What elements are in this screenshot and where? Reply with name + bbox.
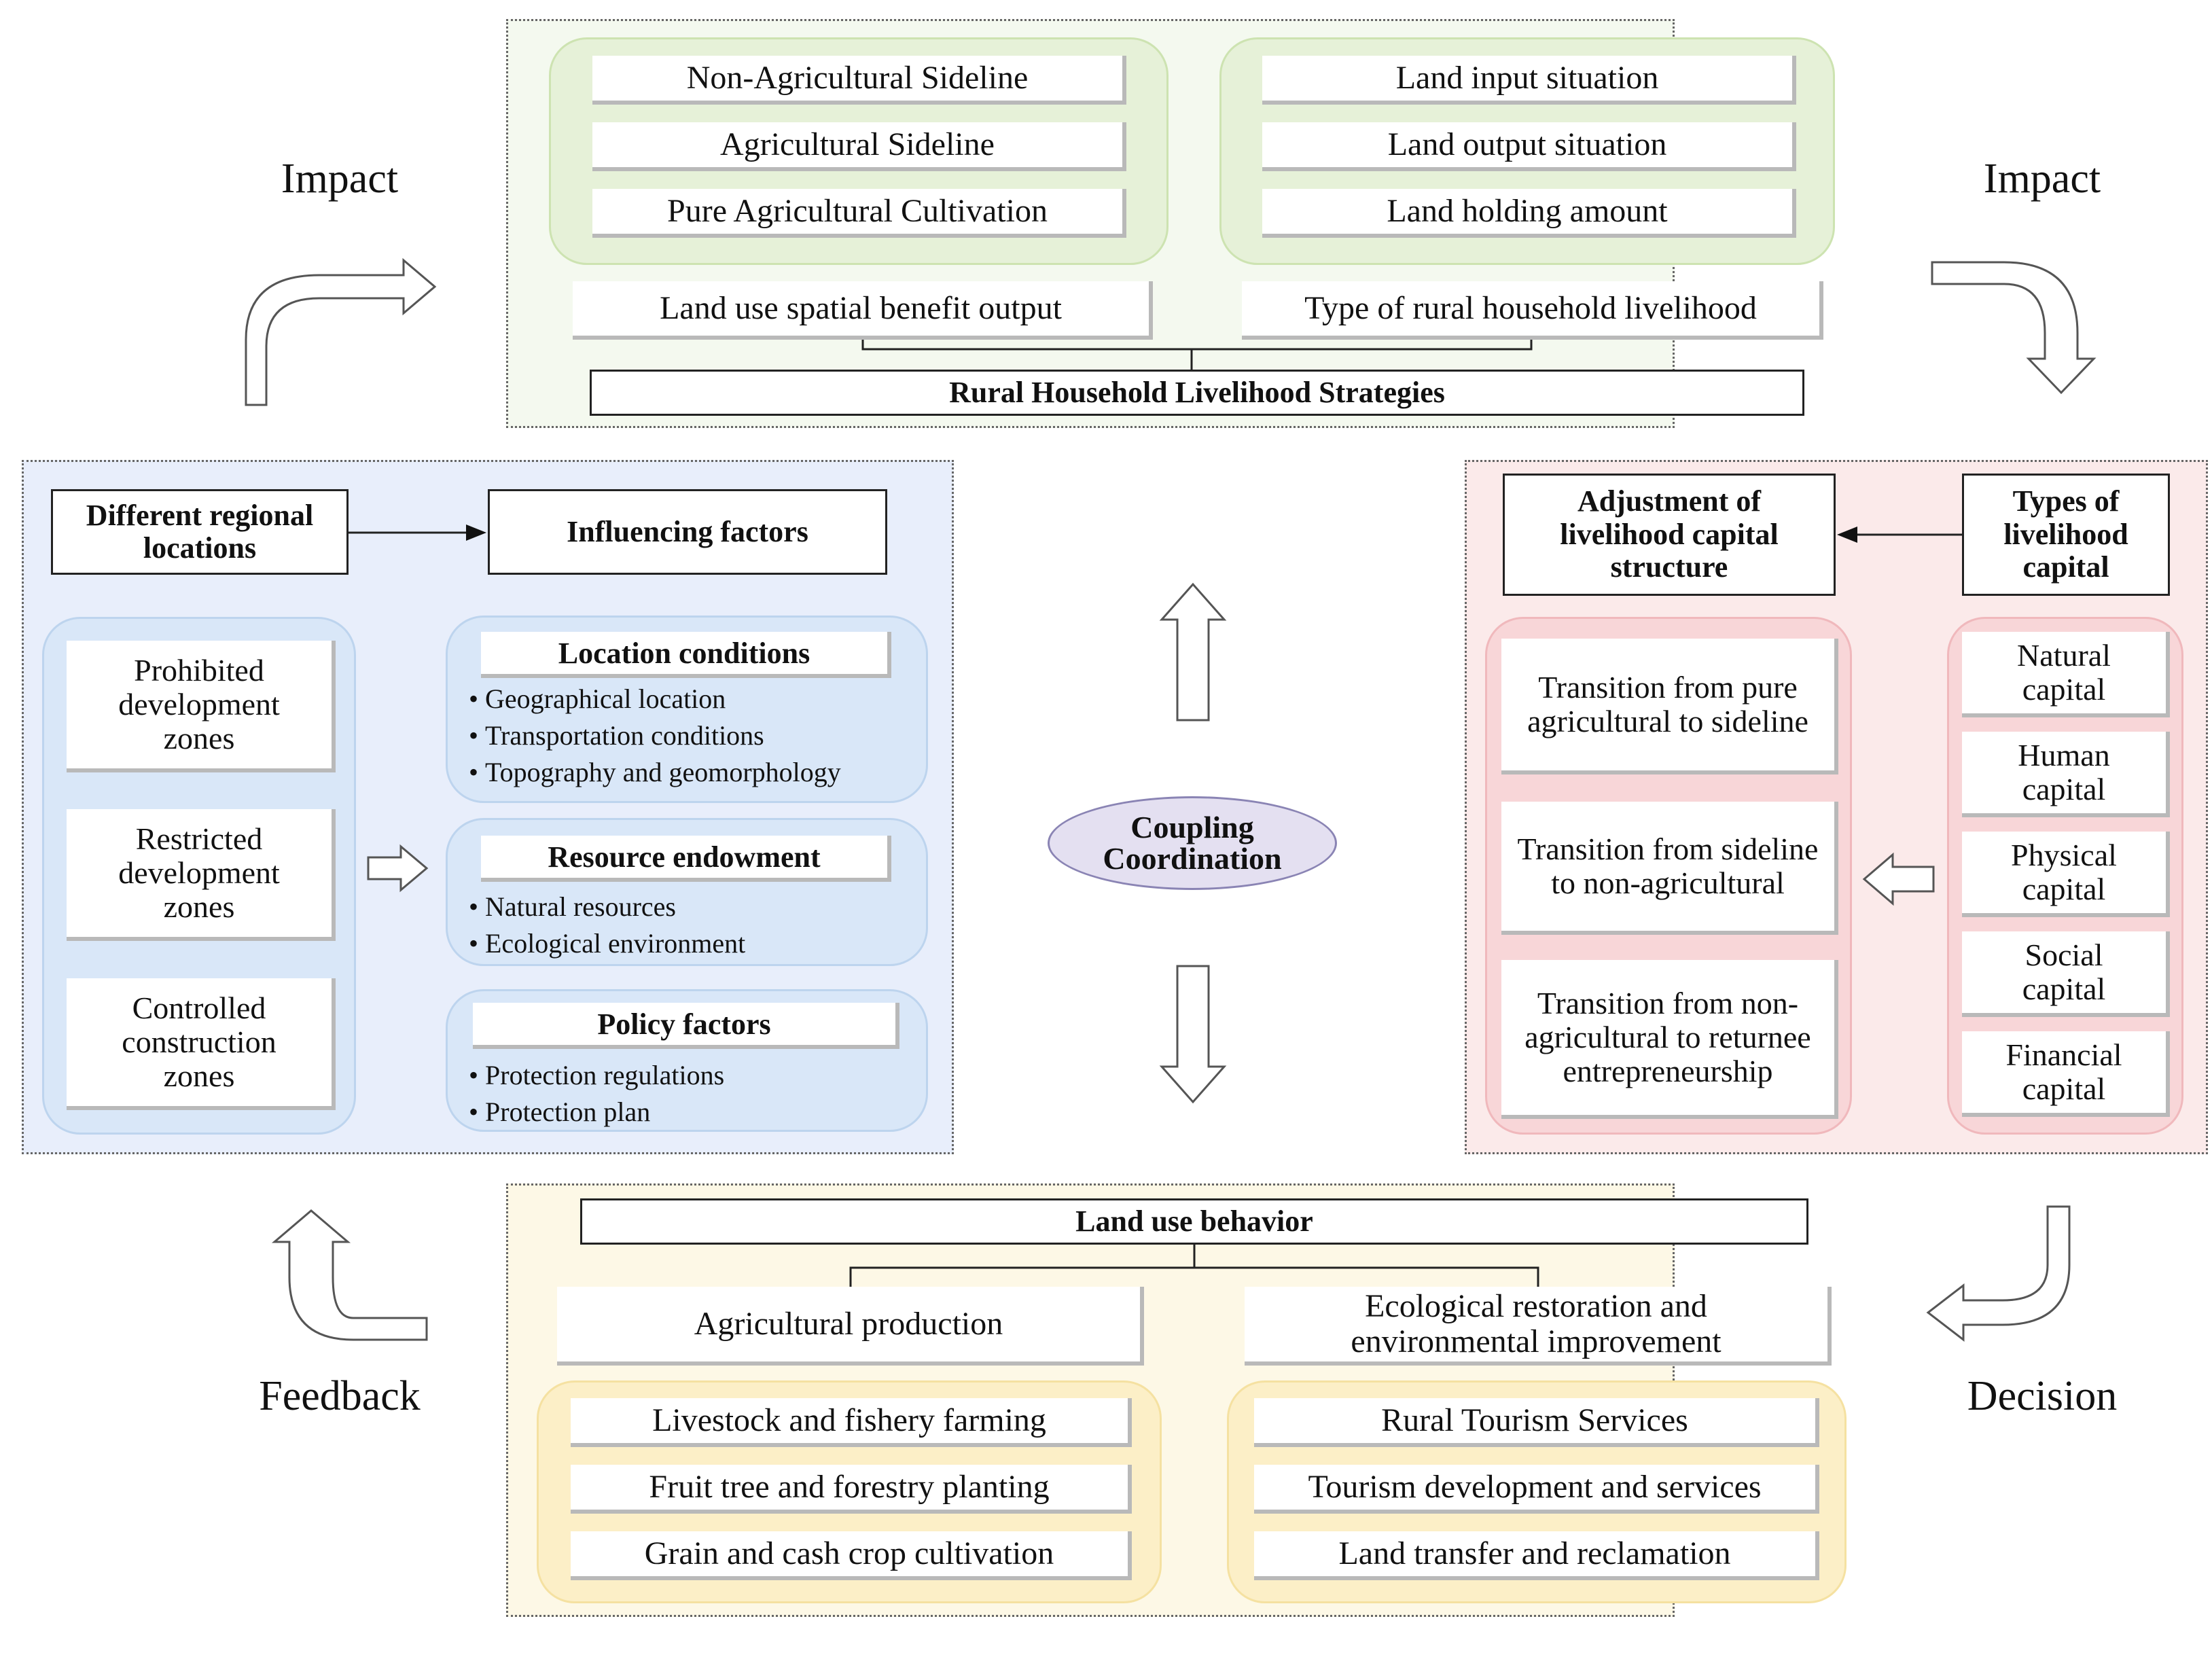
capital-box: Natural capital [1962,632,2170,717]
impact-label-right: Impact [1983,156,2101,202]
ecological-restoration-box: Ecological restoration and environmental… [1245,1287,1832,1366]
center-up-arrow [1159,582,1227,721]
agriculture-item: Fruit tree and forestry planting [571,1465,1132,1514]
zone-box: Restricted development zones [67,809,336,941]
strategy-item: Non-Agricultural Sideline [592,56,1126,105]
agriculture-item: Livestock and fishery farming [571,1398,1132,1447]
land-item: Land holding amount [1262,189,1796,238]
land-item: Land output situation [1262,122,1796,171]
impact-label-left: Impact [281,156,399,202]
capitals-to-transitions-arrow [1862,852,1935,906]
impact-left-arrow [245,257,437,406]
transition-box: Transition from sideline to non-agricult… [1501,802,1838,935]
zones-to-factors-arrow [367,844,429,893]
spatial-benefit-box: Land use spatial benefit output [573,281,1153,340]
transition-box: Transition from non-agricultural to retu… [1501,960,1838,1119]
capital-types-title: Types of livelihood capital [1962,474,2170,596]
coordination-label: Coordination [1103,841,1282,876]
impact-right-arrow [1931,261,2097,395]
factor-bullet: Geographical location [469,681,917,717]
resource-endowment-list: Natural resources Ecological environment [469,889,917,962]
factor-bullet: Topography and geomorphology [469,754,917,791]
decision-label: Decision [1967,1373,2118,1419]
tourism-item: Rural Tourism Services [1254,1398,1819,1447]
factor-bullet: Protection regulations [469,1057,917,1094]
adjustment-title: Adjustment of livelihood capital structu… [1503,474,1836,596]
influencing-factors-title: Influencing factors [488,489,887,575]
policy-factors-title: Policy factors [473,1003,899,1049]
capital-box: Physical capital [1962,832,2170,917]
capital-box: Social capital [1962,931,2170,1017]
agricultural-production-box: Agricultural production [557,1287,1144,1366]
coupling-label: Coupling [1130,810,1254,844]
tourism-item: Tourism development and services [1254,1465,1819,1514]
center-down-arrow [1159,965,1227,1104]
strategies-title: Rural Household Livelihood Strategies [590,370,1804,416]
regional-to-factors-arrowhead [466,524,486,541]
livelihood-type-box: Type of rural household livelihood [1242,281,1823,340]
strategy-item: Pure Agricultural Cultivation [592,189,1126,238]
agriculture-item: Grain and cash crop cultivation [571,1531,1132,1580]
decision-arrow [1926,1205,2071,1342]
transition-box: Transition from pure agricultural to sid… [1501,639,1838,774]
factor-bullet: Protection plan [469,1094,917,1130]
regional-locations-title: Different regional locations [51,489,349,575]
factor-bullet: Transportation conditions [469,717,917,754]
feedback-arrow [271,1209,428,1341]
capital-box: Financial capital [1962,1031,2170,1117]
types-to-adjustment-arrowhead [1837,527,1857,543]
capital-box: Human capital [1962,732,2170,817]
zone-box: Controlled construction zones [67,978,336,1110]
policy-factors-list: Protection regulations Protection plan [469,1057,917,1130]
top-connector [861,340,1533,370]
resource-endowment-title: Resource endowment [481,836,891,882]
tourism-item: Land transfer and reclamation [1254,1531,1819,1580]
strategy-item: Agricultural Sideline [592,122,1126,171]
location-conditions-title: Location conditions [481,632,891,678]
feedback-label: Feedback [259,1373,421,1419]
factor-bullet: Ecological environment [469,925,917,962]
factor-bullet: Natural resources [469,889,917,925]
coupling-coordination-ellipse: Coupling Coordination [1048,796,1337,890]
location-conditions-list: Geographical location Transportation con… [469,681,917,791]
land-item: Land input situation [1262,56,1796,105]
bottom-connector [849,1245,1539,1287]
land-use-title: Land use behavior [580,1198,1808,1245]
zone-box: Prohibited development zones [67,641,336,772]
